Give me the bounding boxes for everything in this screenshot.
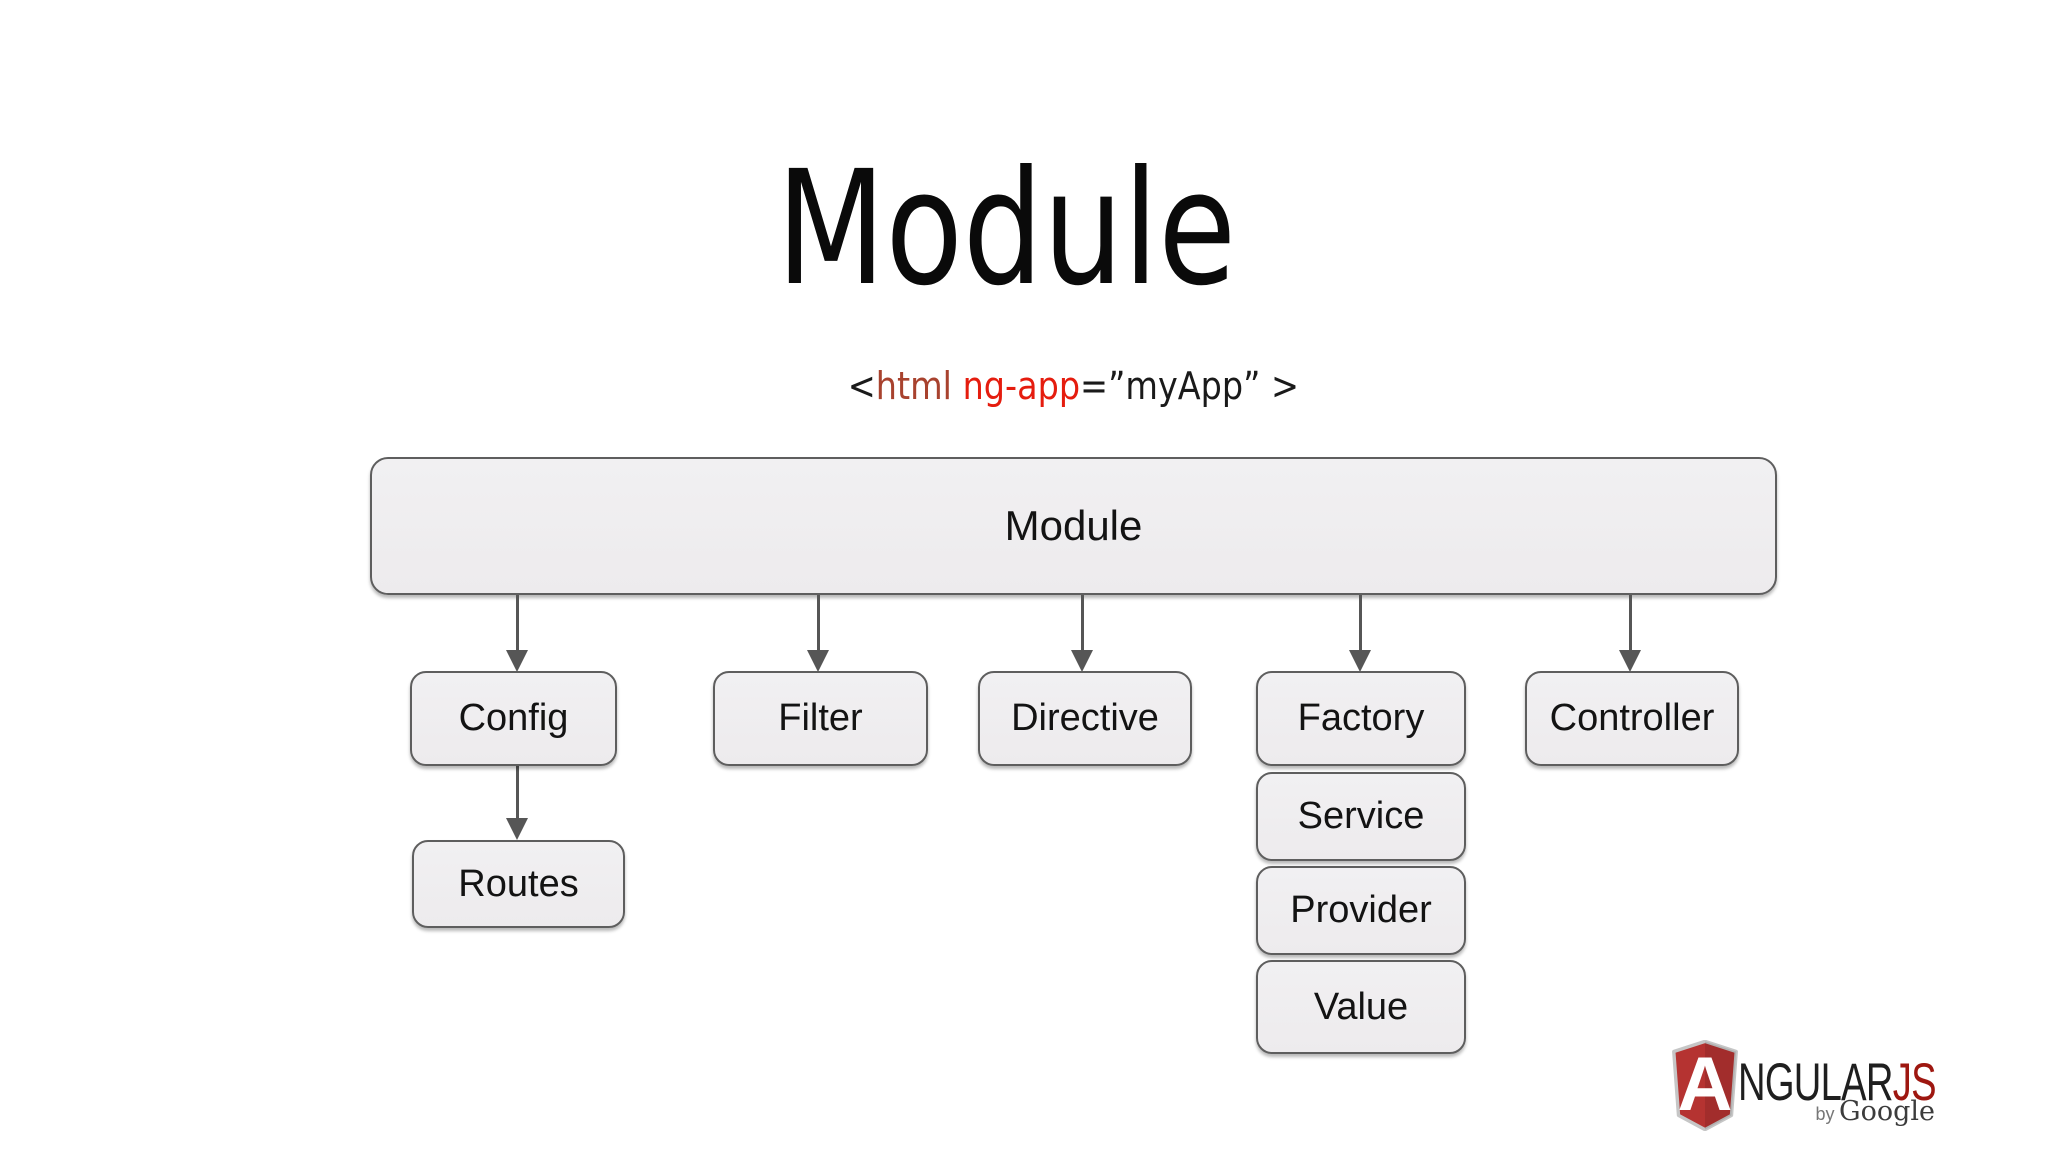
wordmark-angular: NGULAR: [1738, 1053, 1893, 1112]
code-space: [952, 364, 963, 408]
node-factory-label: Factory: [1297, 697, 1425, 739]
node-routes-label: Routes: [458, 862, 579, 905]
code-text: <html ng-app=”myApp” >: [848, 367, 1299, 405]
arrow-module-to-directive: [1070, 595, 1094, 672]
arrow-head-icon: [1349, 650, 1371, 672]
node-controller: Controller: [1525, 671, 1739, 766]
wordmark-js: JS: [1892, 1053, 1937, 1112]
node-routes: Routes: [412, 840, 625, 928]
node-config-label: Config: [458, 697, 569, 739]
node-config: Config: [410, 671, 617, 766]
arrow-module-to-controller: [1618, 595, 1642, 672]
node-value-label: Value: [1313, 985, 1409, 1028]
arrow-shaft: [1628, 595, 1632, 650]
code-open-bracket: <: [847, 364, 876, 408]
arrow-shaft: [1358, 595, 1362, 650]
node-value: Value: [1256, 960, 1466, 1054]
arrow-shaft: [515, 595, 519, 650]
byline-google: Google: [1839, 1096, 1935, 1127]
node-controller-label: Controller: [1549, 697, 1715, 739]
arrow-shaft: [1080, 595, 1084, 650]
arrow-module-to-config: [505, 595, 529, 672]
arrow-head-icon: [1619, 650, 1641, 672]
page-title: Module: [0, 150, 2012, 308]
arrow-shaft: [816, 595, 820, 650]
shield-shade: [1705, 1041, 1737, 1130]
code-value-and-close: =”myApp” >: [1080, 364, 1300, 408]
logo-byline: by Google: [1665, 1098, 1935, 1125]
arrow-head-icon: [1071, 650, 1093, 672]
node-service: Service: [1256, 772, 1466, 861]
page-title-text: Module: [776, 137, 1236, 321]
node-filter: Filter: [713, 671, 928, 766]
code-html-tag: html: [875, 364, 953, 408]
node-provider-label: Provider: [1290, 889, 1432, 931]
module-root-box: Module: [370, 457, 1777, 595]
node-provider: Provider: [1256, 866, 1466, 955]
node-factory: Factory: [1256, 671, 1466, 766]
code-ng-app-attribute: ng-app: [962, 364, 1081, 408]
shield-letter: A: [1678, 1042, 1733, 1127]
shield-shape: [1672, 1040, 1738, 1131]
node-service-label: Service: [1297, 795, 1425, 837]
byline-by: by: [1815, 1104, 1835, 1124]
arrow-head-icon: [506, 818, 528, 840]
angularjs-wordmark: NGULARJS: [1738, 1053, 1937, 1112]
arrow-config-to-routes: [505, 766, 529, 840]
arrow-head-icon: [807, 650, 829, 672]
angular-shield-icon: A: [1672, 1040, 1738, 1131]
node-directive: Directive: [978, 671, 1192, 766]
angularjs-logo: A NGULARJS by Google: [1665, 1036, 1943, 1140]
arrow-module-to-factory: [1348, 595, 1372, 672]
module-root-label: Module: [1004, 502, 1143, 549]
node-filter-label: Filter: [778, 697, 863, 739]
ng-app-code-snippet: <html ng-app=”myApp” >: [370, 367, 1777, 405]
arrow-module-to-filter: [806, 595, 830, 672]
arrow-shaft: [515, 766, 519, 818]
arrow-head-icon: [506, 650, 528, 672]
node-directive-label: Directive: [1011, 697, 1159, 739]
